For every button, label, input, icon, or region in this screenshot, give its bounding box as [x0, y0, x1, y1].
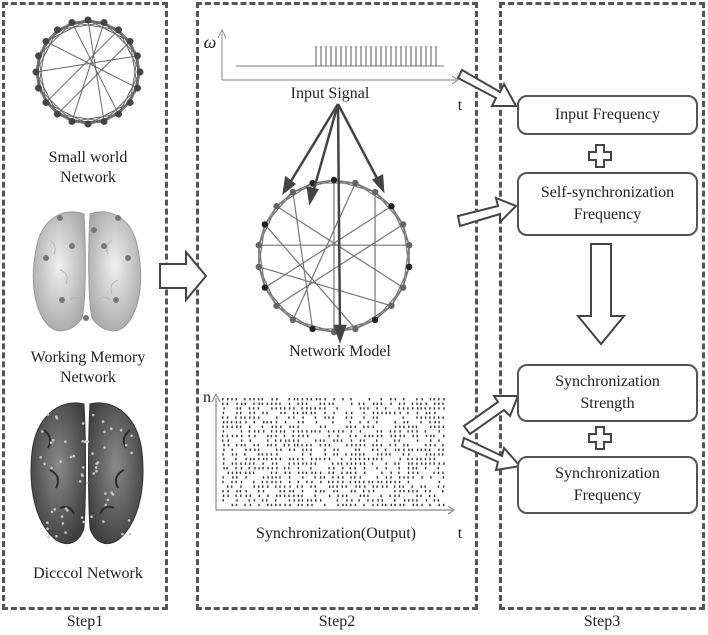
step2-panel: [196, 2, 478, 610]
n-axis-label: n: [203, 389, 211, 406]
signal-to-network-arrows: [282, 103, 385, 344]
dicccol-network-label: Dicccol Network: [33, 565, 143, 582]
input-t-axis-label: t: [457, 97, 463, 114]
step2-to-step3-arrows: [456, 68, 522, 472]
dicccol-brain-graphic: [30, 402, 144, 544]
step1-to-step2-arrow: [159, 249, 208, 303]
step2-label: Step2: [318, 613, 356, 630]
input-signal-plot: [217, 28, 460, 85]
step1-label: Step1: [66, 613, 104, 630]
plus-icon: [588, 144, 612, 168]
omega-axis-label: ω: [203, 32, 217, 52]
working-memory-brain-graphic: [32, 211, 142, 332]
small-world-network-graphic: [32, 16, 144, 128]
input-frequency-box: Input Frequency: [517, 95, 698, 135]
network-model-label: Network Model: [289, 343, 391, 360]
step1-panel: [2, 2, 168, 610]
step3-label: Step3: [583, 613, 621, 630]
output-t-axis-label: t: [457, 525, 463, 542]
network-model-graphic: [255, 176, 413, 336]
input-signal-label: Input Signal: [290, 85, 370, 102]
synchronization-output-plot: [211, 392, 456, 515]
plus-icon: [588, 426, 612, 450]
output-label: Synchronization(Output): [256, 525, 416, 542]
down-arrow: [575, 243, 627, 346]
step3-panel: [499, 2, 705, 610]
